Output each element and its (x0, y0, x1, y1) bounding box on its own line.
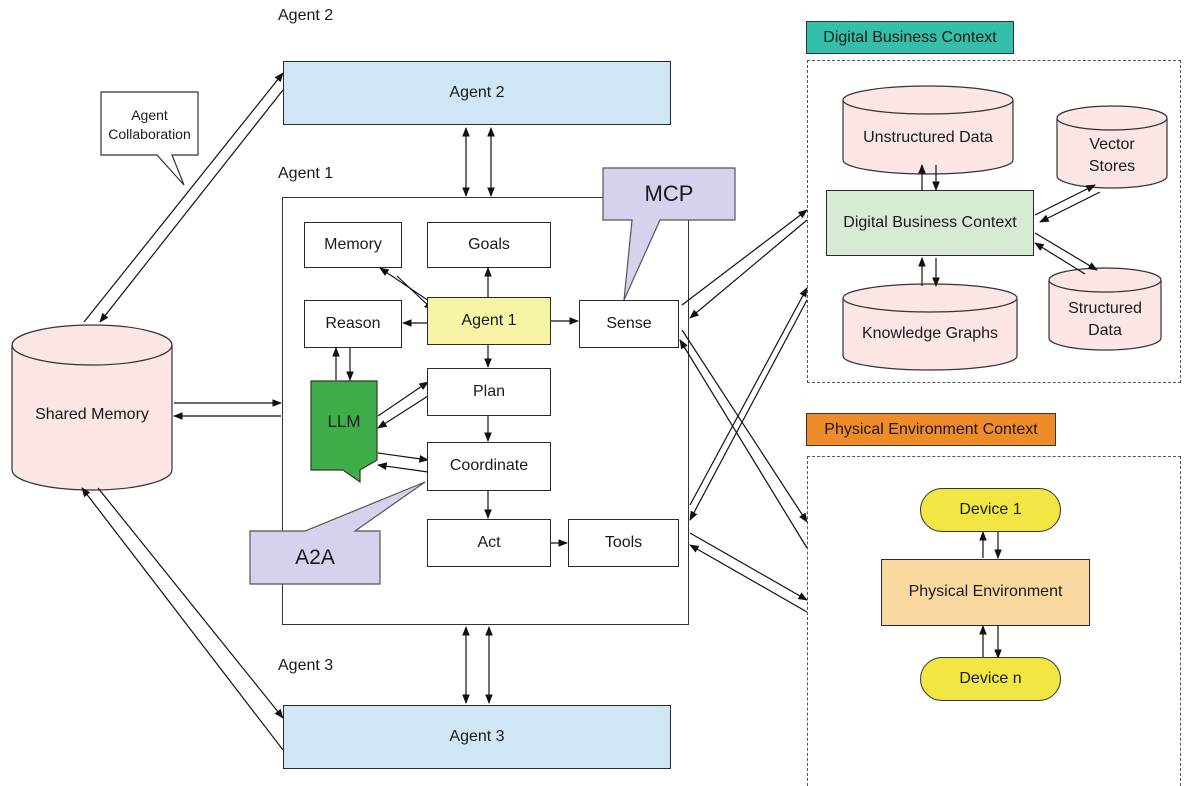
digital-context-center[interactable]: Digital Business Context (826, 190, 1034, 256)
llm-shape (310, 380, 378, 484)
mcp-callout (602, 167, 736, 301)
coordinate-node[interactable]: Coordinate (427, 442, 551, 491)
plan-node[interactable]: Plan (427, 368, 551, 416)
llm-label: LLM (327, 411, 361, 431)
collaboration-callout-text: Agent Collaboration (108, 107, 191, 142)
digital-context-frame (807, 60, 1181, 383)
unstructured-data-cylinder[interactable] (842, 85, 1014, 175)
a2a-label: A2A (295, 545, 335, 569)
reason-node[interactable]: Reason (304, 300, 402, 348)
devicen-node[interactable]: Device n (920, 657, 1061, 701)
digital-context-tag: Digital Business Context (806, 21, 1014, 54)
knowledge-graphs-cylinder[interactable] (842, 283, 1018, 371)
agent3-heading: Agent 3 (278, 657, 334, 674)
knowledge-graphs-label: Knowledge Graphs (861, 325, 999, 343)
agent2-heading: Agent 2 (278, 7, 334, 24)
collaboration-callout (100, 91, 199, 186)
physical-environment-node[interactable]: Physical Environment (881, 559, 1090, 626)
vector-stores-label: Vector Stores (1088, 136, 1136, 175)
agent1-core-node[interactable]: Agent 1 (427, 297, 551, 345)
shared-memory-cylinder[interactable] (11, 324, 173, 491)
sense-node[interactable]: Sense (579, 300, 679, 348)
agent1-heading: Agent 1 (278, 165, 334, 182)
a2a-callout (249, 481, 426, 585)
device1-node[interactable]: Device 1 (920, 488, 1061, 532)
unstructured-data-label: Unstructured Data (863, 129, 993, 147)
shared-memory-label: Shared Memory (35, 406, 149, 424)
mcp-label: MCP (644, 181, 694, 207)
physical-context-frame (807, 456, 1181, 786)
tools-node[interactable]: Tools (568, 519, 679, 567)
vector-stores-cylinder[interactable] (1056, 105, 1168, 189)
act-node[interactable]: Act (427, 519, 551, 567)
physical-context-tag: Physical Environment Context (806, 413, 1056, 446)
goals-node[interactable]: Goals (427, 222, 551, 268)
agent3-box[interactable]: Agent 3 (283, 705, 671, 769)
structured-data-label: Structured Data (1068, 300, 1142, 339)
structured-data-cylinder[interactable] (1048, 267, 1162, 351)
agent2-box[interactable]: Agent 2 (283, 61, 671, 125)
memory-node[interactable]: Memory (304, 222, 402, 268)
